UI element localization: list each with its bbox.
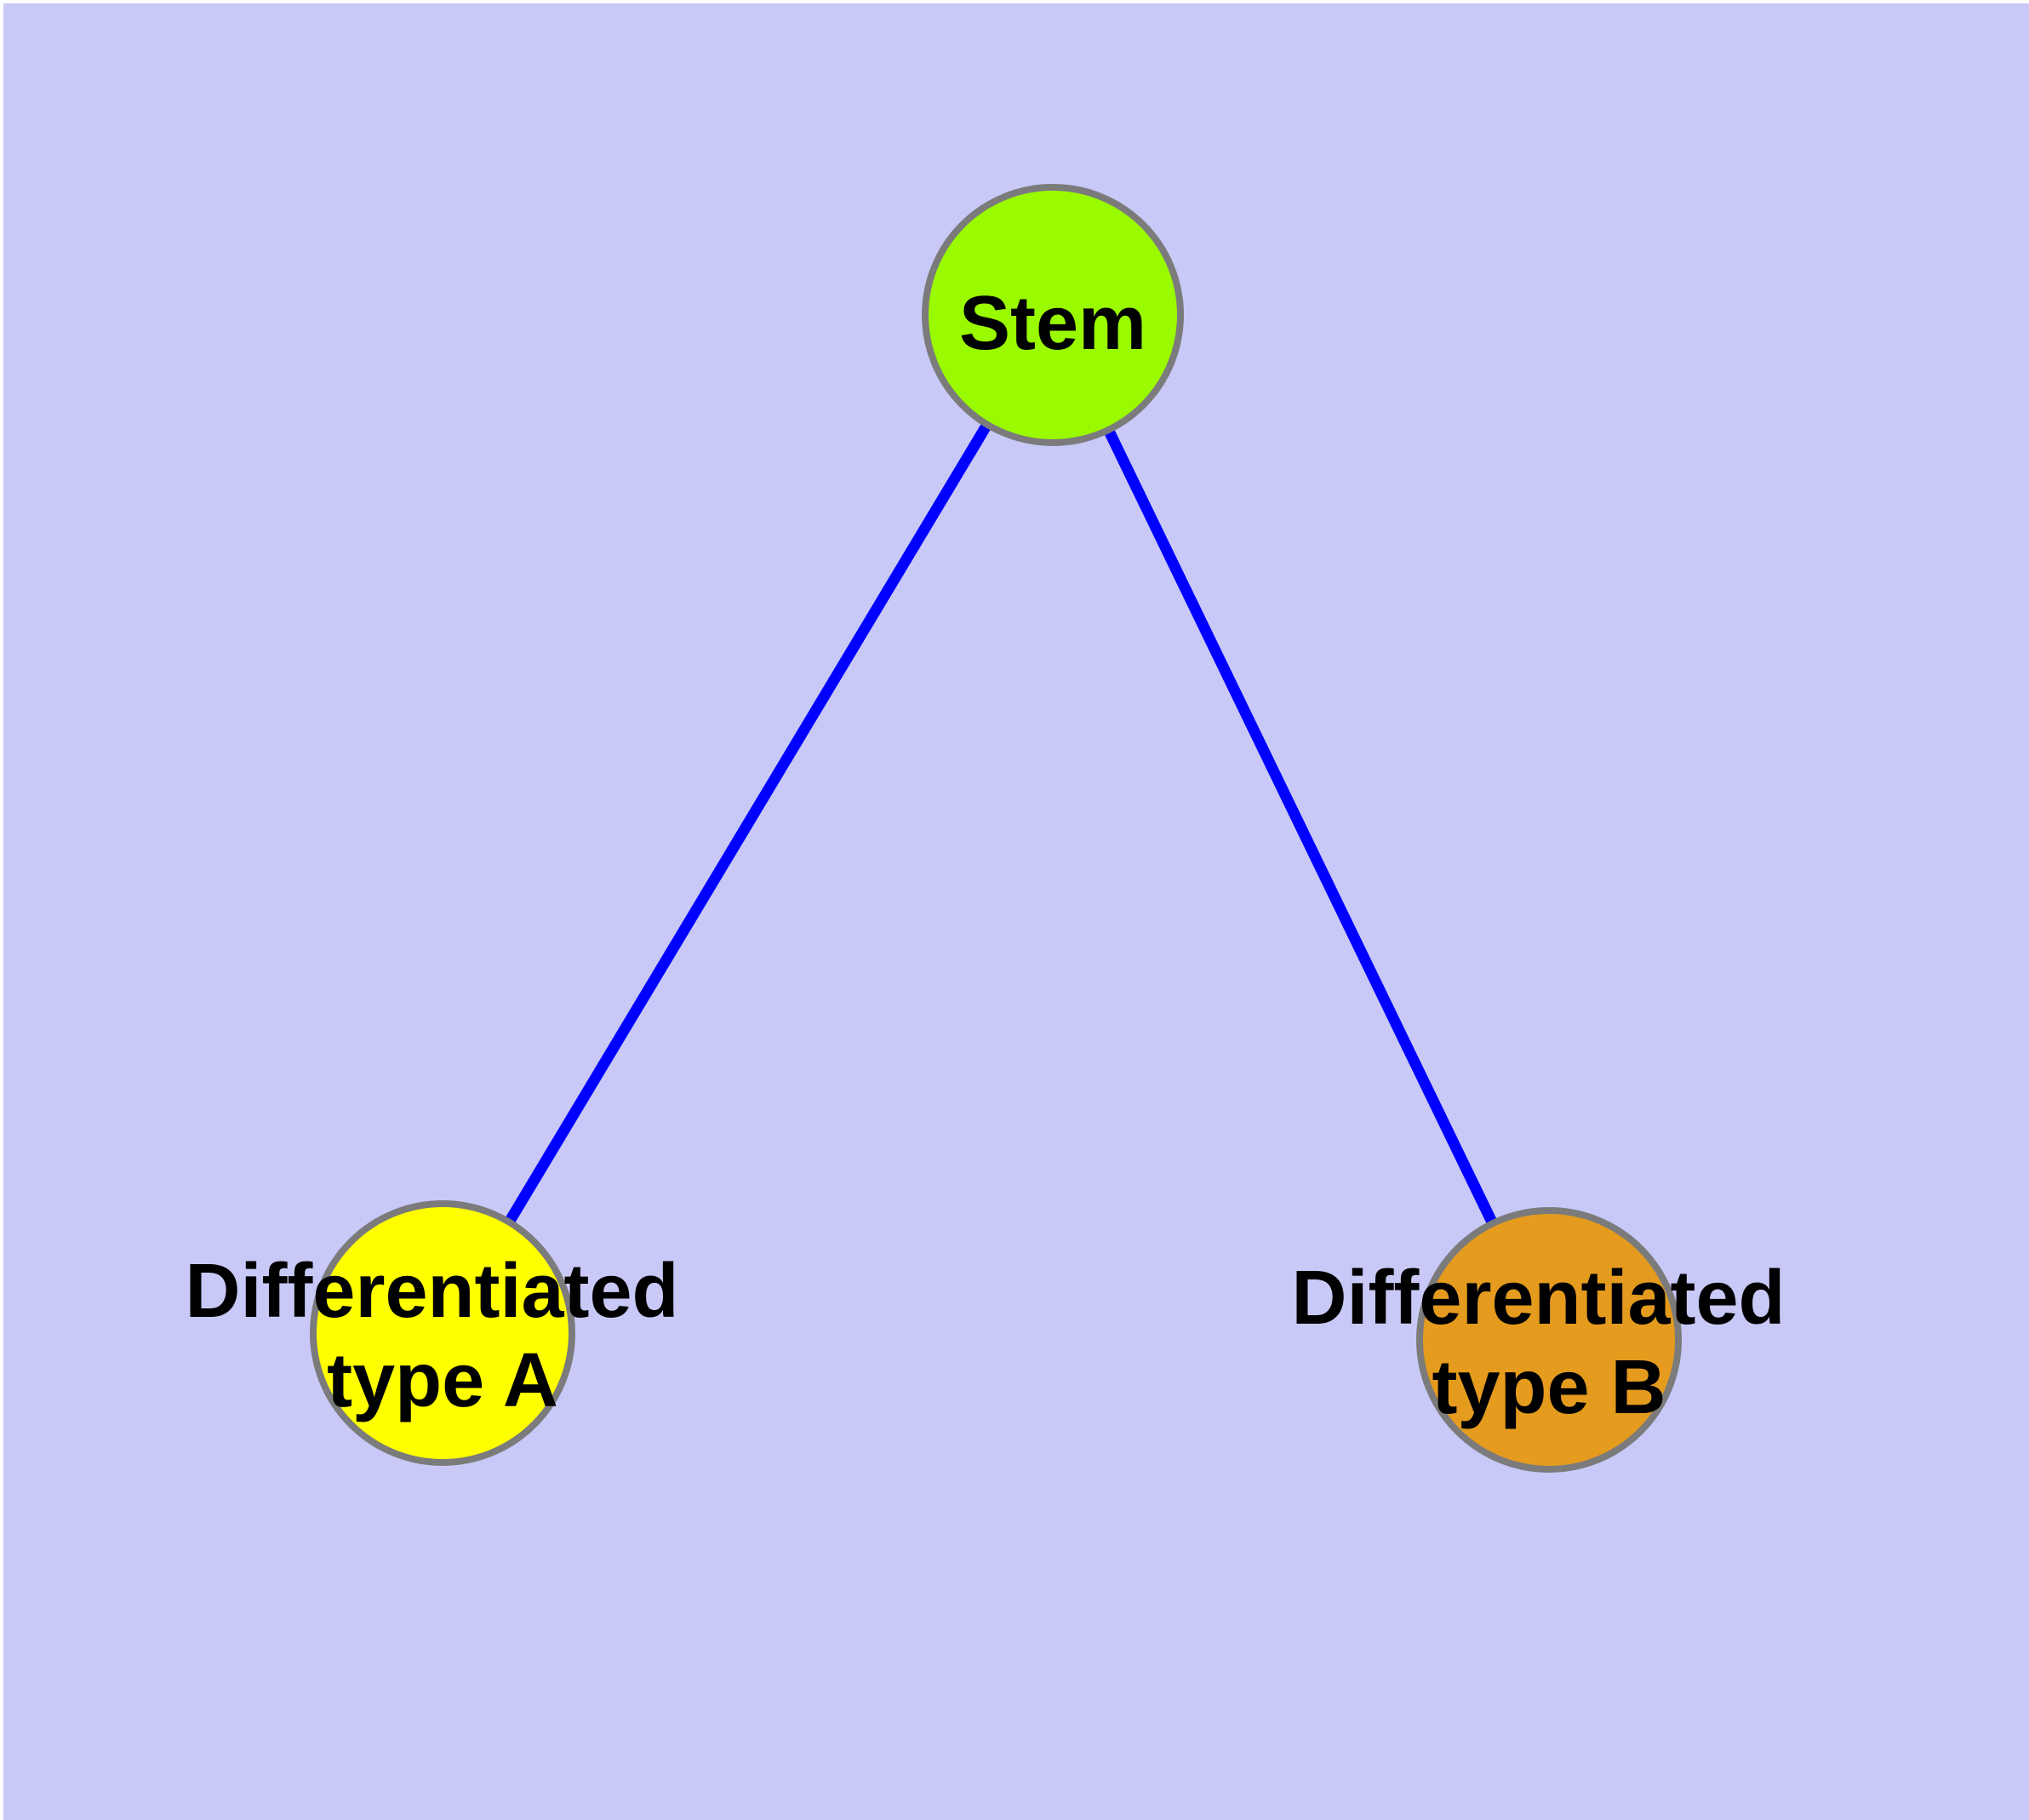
edge-stem-to-type-a <box>437 312 1058 1336</box>
type-a-node-circle <box>310 1200 575 1466</box>
label-line: Stem <box>959 281 1146 366</box>
label-line: Differentiated <box>1291 1256 1785 1341</box>
label-line: Differentiated <box>185 1249 678 1334</box>
label-line: type B <box>1432 1345 1666 1430</box>
type-a-node-label: Differentiated type A <box>185 1249 700 1423</box>
edge-stem-to-type-b <box>1048 312 1554 1342</box>
stem-node-circle <box>922 184 1184 446</box>
stem-node-label: Stem <box>959 281 1146 366</box>
label-line: type A <box>327 1338 558 1423</box>
type-b-node-circle <box>1416 1207 1682 1473</box>
type-b-node-label: Differentiated type B <box>1291 1256 1806 1430</box>
